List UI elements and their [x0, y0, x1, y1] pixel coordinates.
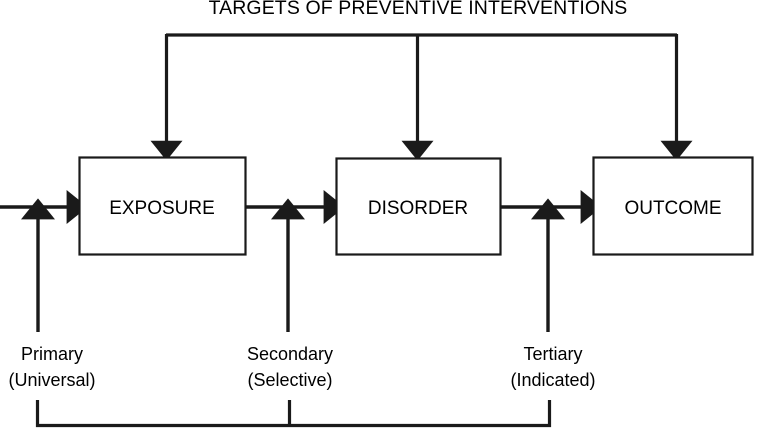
box-disorder[interactable]: DISORDER: [335, 157, 502, 256]
intervention-label-primary: Primary (Universal): [8, 344, 95, 390]
primary-label: Primary: [21, 344, 83, 364]
secondary-sublabel: (Selective): [247, 370, 332, 390]
secondary-label: Secondary: [247, 344, 333, 364]
box-outcome-label: OUTCOME: [624, 198, 721, 219]
box-outcome[interactable]: OUTCOME: [592, 156, 754, 256]
tertiary-label: Tertiary: [523, 344, 582, 364]
intervention-label-tertiary: Tertiary (Indicated): [510, 344, 595, 390]
tertiary-sublabel: (Indicated): [510, 370, 595, 390]
box-exposure-label: EXPOSURE: [109, 198, 215, 219]
diagram-title: TARGETS OF PREVENTIVE INTERVENTIONS: [209, 0, 628, 19]
primary-sublabel: (Universal): [8, 370, 95, 390]
box-disorder-label: DISORDER: [368, 198, 468, 219]
intervention-label-secondary: Secondary (Selective): [247, 344, 333, 390]
intervention-arrows-group: [21, 198, 565, 332]
box-exposure-rect[interactable]: [78, 156, 247, 256]
box-disorder-rect[interactable]: [335, 157, 502, 256]
box-outcome-rect[interactable]: [592, 156, 754, 256]
box-exposure[interactable]: EXPOSURE: [78, 156, 247, 256]
bottom-bracket-group: [35, 400, 552, 428]
bottom-bracket-outline: [35, 400, 552, 428]
top-bracket-group: [150, 33, 693, 161]
